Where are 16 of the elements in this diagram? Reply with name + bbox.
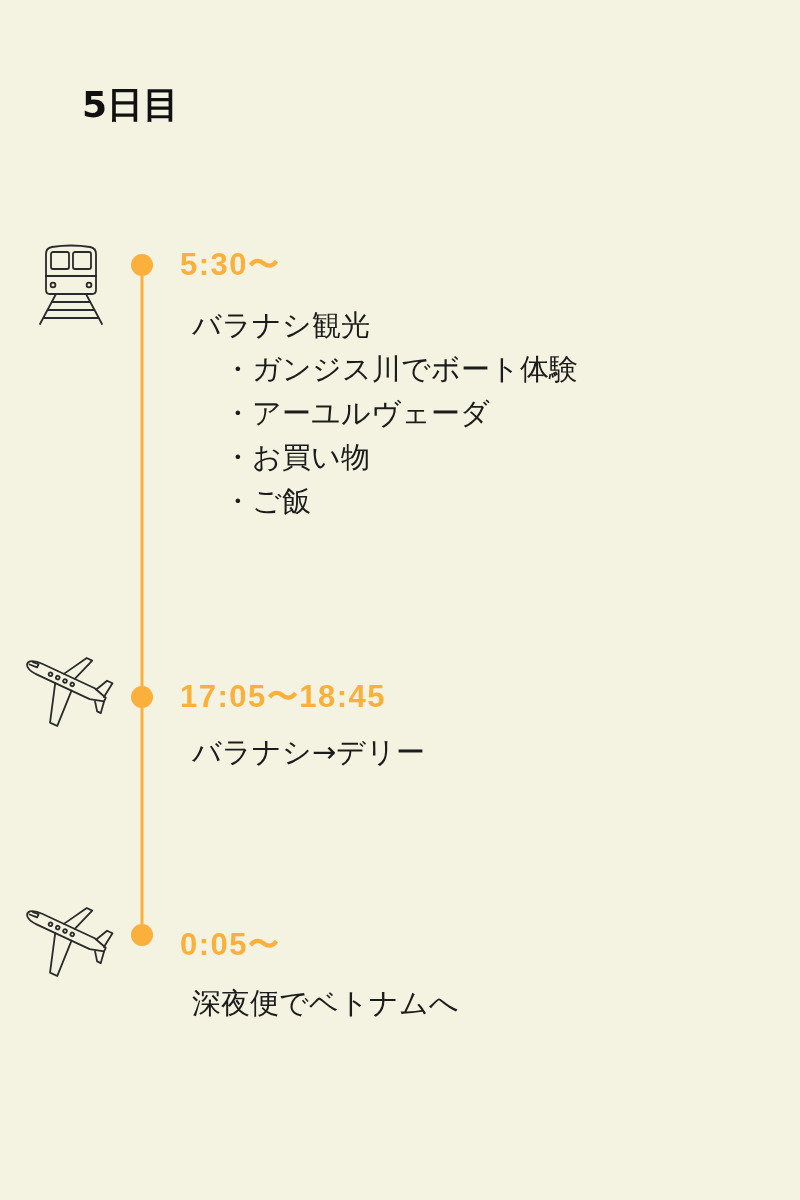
timeline-line: [140, 276, 144, 686]
activity-item: ・ご飯: [223, 483, 311, 520]
timeline-line: [140, 708, 144, 924]
schedule-text: バラナシ→デリー: [192, 734, 426, 771]
activity-item: ・アーユルヴェーダ: [223, 395, 490, 432]
timeline-dot: [131, 924, 153, 946]
activity-item: ・お買い物: [223, 439, 370, 476]
time-label: 17:05〜18:45: [180, 678, 387, 716]
timeline-dot: [131, 686, 153, 708]
schedule-text: 深夜便でベトナムへ: [192, 985, 459, 1022]
time-label: 0:05〜: [180, 926, 281, 964]
time-label: 5:30〜: [180, 246, 281, 284]
schedule-text: バラナシ観光: [192, 307, 370, 344]
timeline-dot: [131, 254, 153, 276]
activity-item: ・ガンジス川でボート体験: [223, 351, 578, 388]
day-title: 5日目: [82, 83, 180, 127]
